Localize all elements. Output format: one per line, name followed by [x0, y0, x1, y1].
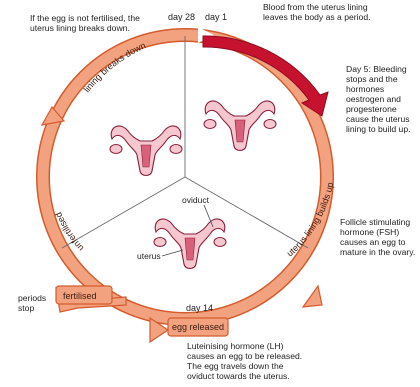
egg-released-label: egg released [172, 322, 224, 332]
uterus-illustration-right [204, 101, 276, 151]
oviduct-label: oviduct [182, 195, 210, 205]
note-not-fertilised: If the egg is not fertilised, the uterus… [30, 13, 160, 33]
uterus-illustration-left [110, 126, 182, 176]
day-14-label: day 14 [186, 303, 213, 313]
day-1-label: day 1 [205, 12, 227, 22]
day-28-label: day 28 [168, 12, 195, 22]
uterus-pointer [162, 250, 183, 256]
fertilised-label: fertilised [63, 291, 97, 301]
note-blood-leaves: Blood from the uterus lining leaves the … [263, 2, 381, 22]
note-fsh: Follicle stimulating hormone (FSH) cause… [340, 217, 420, 257]
uterus-illustration-bottom [154, 219, 226, 269]
uterus-label: uterus [137, 251, 161, 261]
note-periods-stop: periods stop [18, 293, 54, 313]
note-day-5: Day 5: Bleeding stops and the hormones o… [346, 64, 420, 134]
note-lh: Luteinising hormone (LH) causes an egg t… [187, 341, 309, 381]
